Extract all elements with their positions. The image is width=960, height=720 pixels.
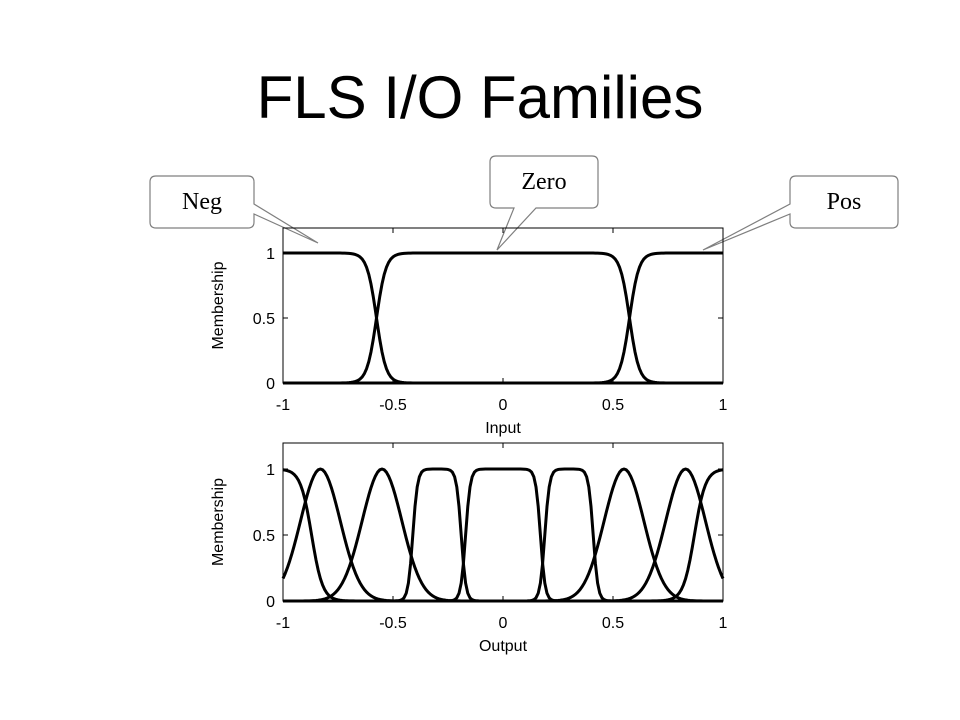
- callout-zero: Zero: [489, 155, 599, 251]
- y-tick-label: 0.5: [253, 311, 275, 328]
- x-tick-label: 1: [719, 615, 728, 632]
- y-tick-label: 0: [266, 376, 275, 393]
- y-axis-label: Membership: [210, 261, 227, 349]
- callout-zero-bubble: [489, 155, 599, 251]
- x-tick-label: -1: [276, 615, 290, 632]
- x-tick-label: 0.5: [602, 397, 624, 414]
- x-axis-label: Output: [479, 638, 528, 655]
- y-tick-label: 0: [266, 594, 275, 611]
- series-line-6: [283, 467, 723, 603]
- y-tick-label: 1: [266, 462, 275, 479]
- x-tick-label: 0: [499, 615, 508, 632]
- x-tick-label: 0: [499, 397, 508, 414]
- series-line-1: [281, 467, 723, 603]
- series-line-5: [283, 467, 723, 603]
- series-line-3: [283, 467, 723, 603]
- axes-frame: [282, 442, 724, 602]
- callout-neg-bubble: [149, 175, 319, 244]
- y-axis-label: Membership: [210, 478, 227, 566]
- x-tick-label: -0.5: [379, 615, 407, 632]
- callout-pos-label: Pos: [827, 189, 862, 215]
- x-axis-label: Input: [485, 420, 521, 437]
- series-line-pos: [283, 251, 723, 385]
- series-line-8: [283, 468, 724, 603]
- y-tick-label: 0.5: [253, 528, 275, 545]
- x-tick-label: -0.5: [379, 397, 407, 414]
- callout-zero-label: Zero: [521, 169, 566, 195]
- callout-pos-bubble: [702, 175, 899, 251]
- series-line-0: [282, 468, 723, 603]
- slide-title: FLS I/O Families: [256, 64, 704, 131]
- x-tick-label: -1: [276, 397, 290, 414]
- callout-neg: Neg: [149, 175, 319, 244]
- axes-frame: [282, 227, 724, 384]
- series-line-neg: [283, 251, 723, 385]
- x-tick-label: 1: [719, 397, 728, 414]
- series-line-7: [283, 467, 725, 603]
- callout-neg-label: Neg: [182, 189, 222, 215]
- series-line-2: [283, 467, 723, 603]
- series-line-zero: [283, 251, 723, 385]
- x-tick-label: 0.5: [602, 615, 624, 632]
- y-tick-label: 1: [266, 246, 275, 263]
- series-line-4: [283, 467, 723, 603]
- callout-pos: Pos: [702, 175, 899, 251]
